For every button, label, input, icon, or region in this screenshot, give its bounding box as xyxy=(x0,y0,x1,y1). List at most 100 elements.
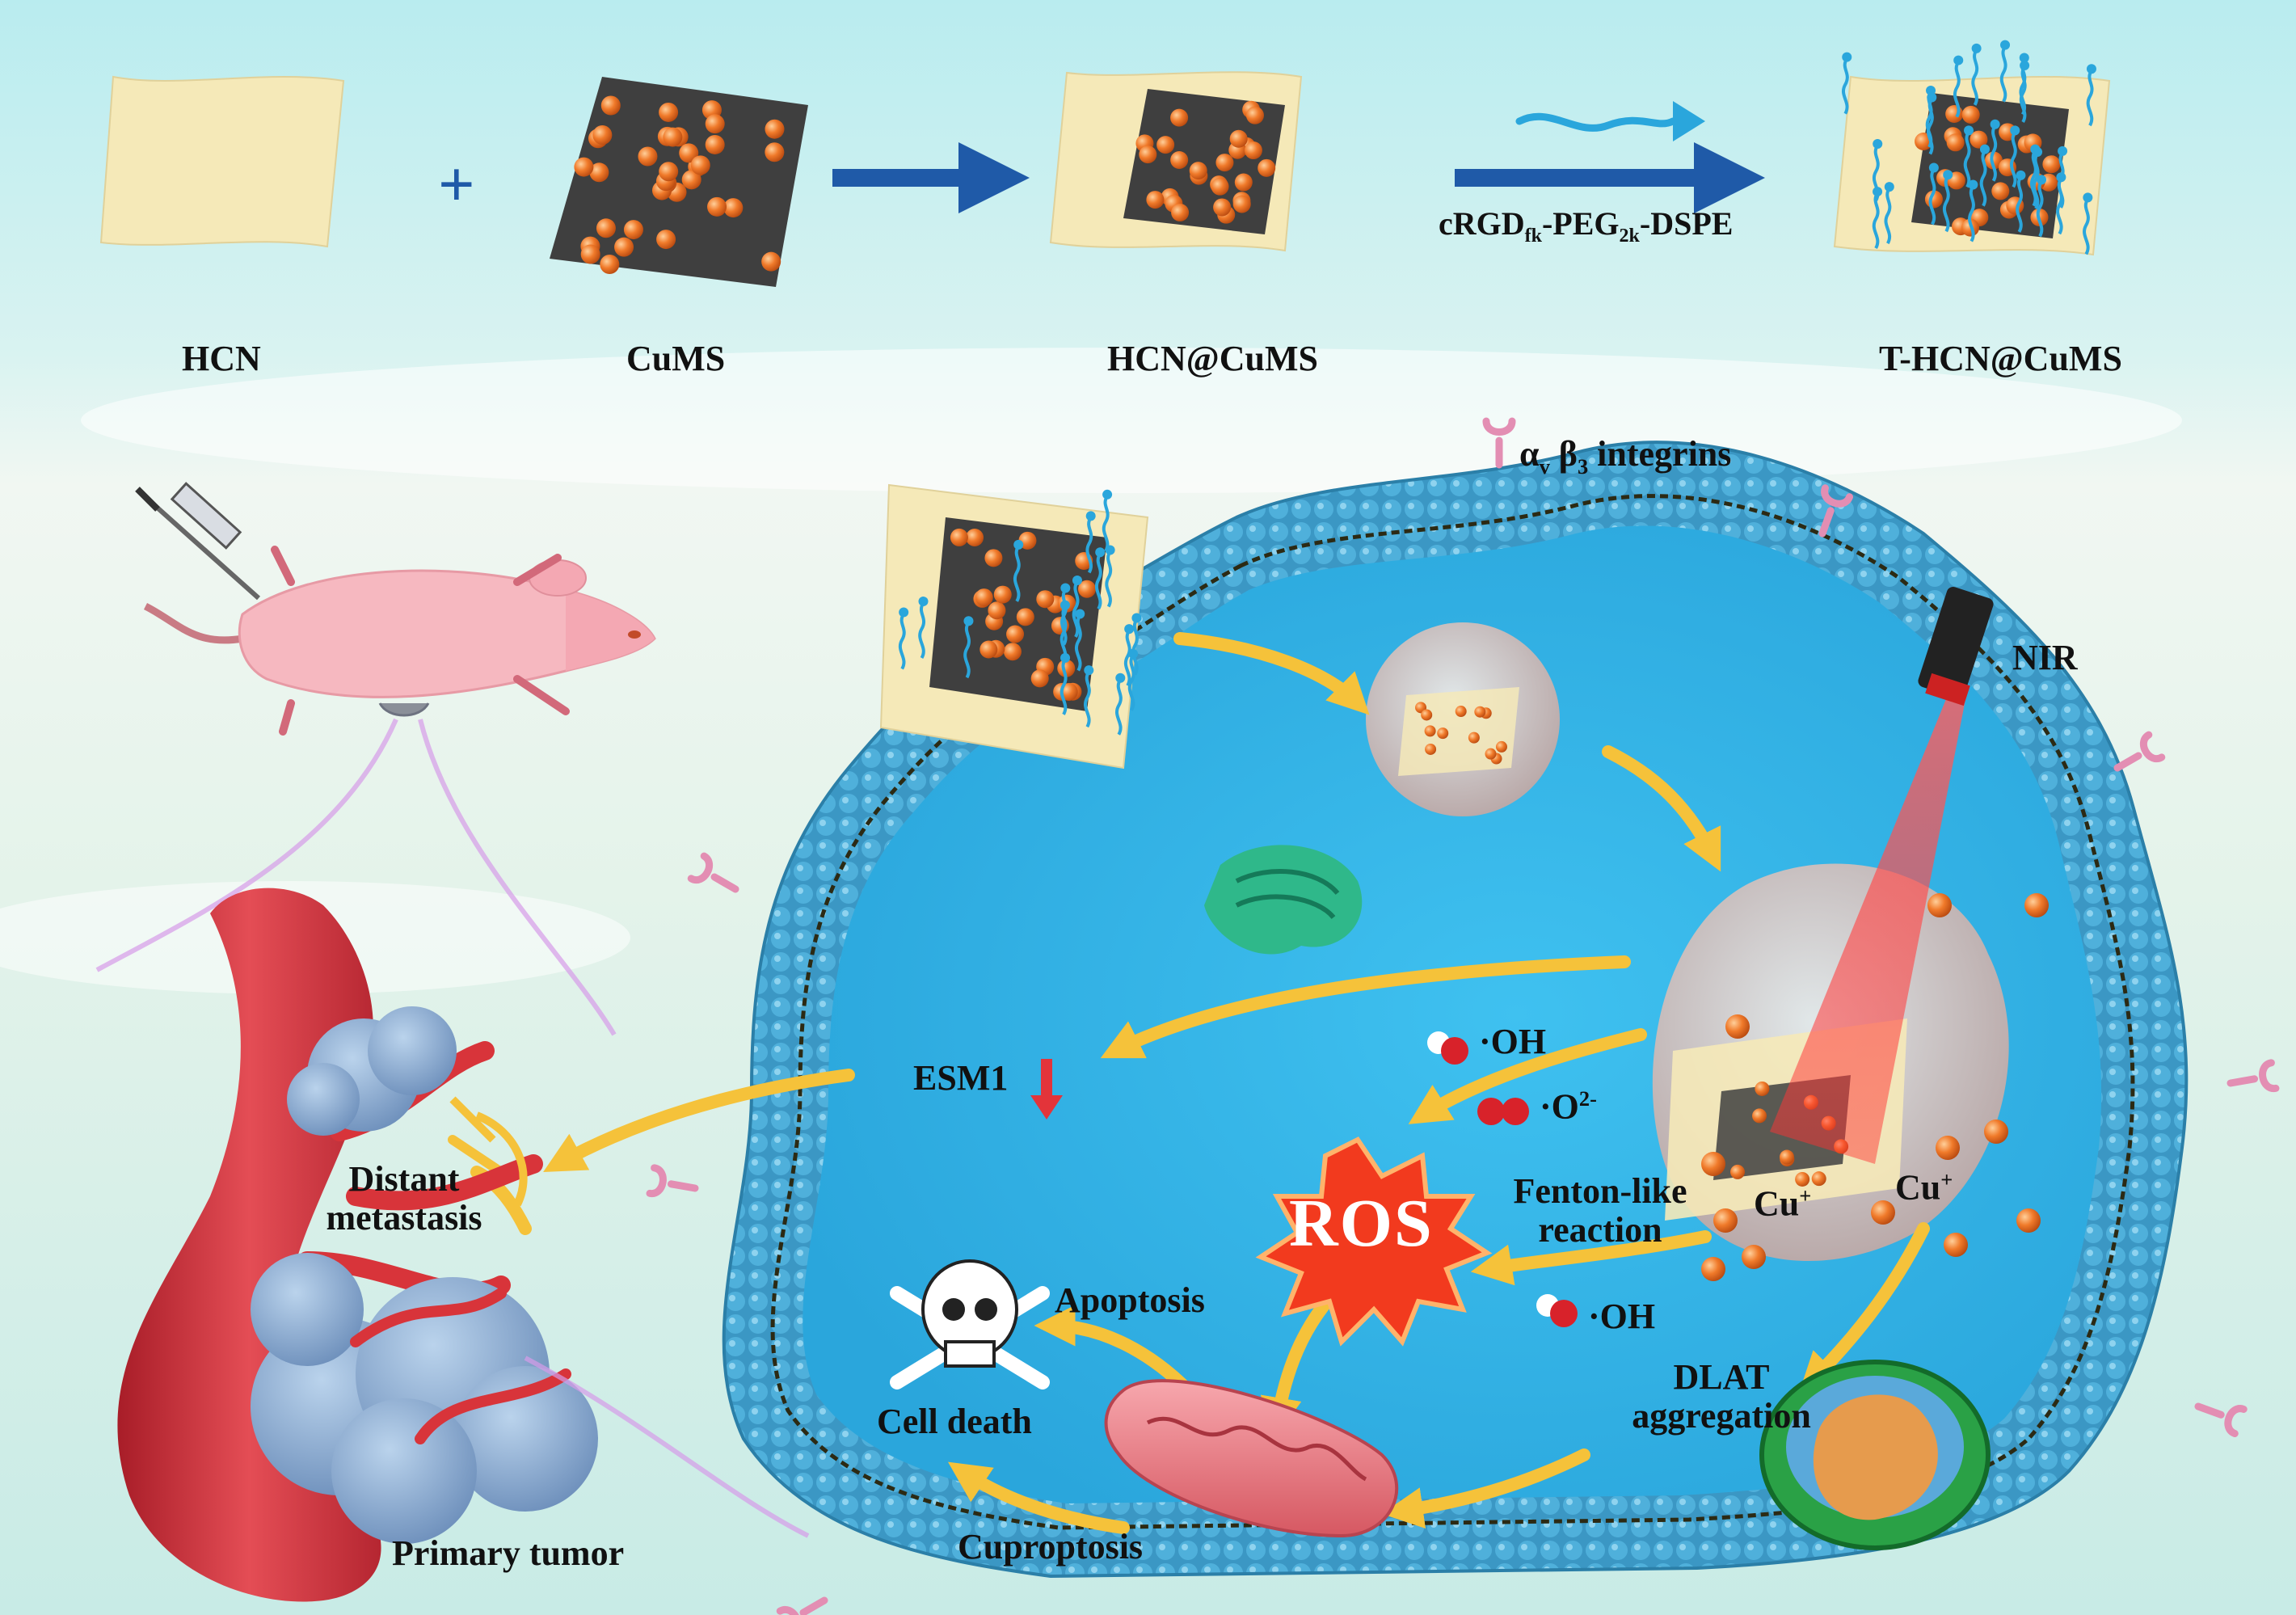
crgd-head xyxy=(1873,139,1883,150)
cu-ion xyxy=(1871,1200,1895,1225)
peg-chain xyxy=(1925,91,1933,148)
cu-ion xyxy=(1742,1245,1766,1269)
peg-chain xyxy=(1963,131,1971,188)
peg-chain xyxy=(1990,124,1998,182)
cu-particle xyxy=(1215,154,1234,172)
cu-particle xyxy=(600,254,620,274)
mitochondrion-icon xyxy=(1104,1379,1399,1538)
esm1-down-arrowhead xyxy=(1030,1095,1063,1120)
cu-particle xyxy=(1003,643,1022,661)
integrin-receptor-icon xyxy=(2113,731,2166,772)
crgd-head xyxy=(1971,43,1982,53)
plus-sign: + xyxy=(438,150,475,221)
cu-particle xyxy=(623,220,643,240)
peg-chain xyxy=(1872,192,1880,250)
crgd-head xyxy=(1102,489,1113,500)
cu-particle xyxy=(600,95,621,116)
crgd-head xyxy=(2083,192,2093,203)
cu-particle xyxy=(1139,145,1157,164)
cu-ion xyxy=(2016,1208,2041,1233)
crgd-head xyxy=(1842,52,1852,62)
cu-particle xyxy=(638,146,658,167)
label-cu-1: Cu+ xyxy=(1754,1183,1812,1224)
integrin-receptor-icon xyxy=(687,852,739,893)
cu-particle xyxy=(1258,158,1276,177)
cu-particle xyxy=(1171,203,1190,221)
cu-ion xyxy=(1725,1014,1750,1039)
crgd-head xyxy=(1884,182,1894,192)
cu-particle xyxy=(574,157,594,177)
cu-particle xyxy=(1016,608,1034,626)
label-nir: NIR xyxy=(2012,638,2078,677)
crgd-head xyxy=(1013,539,1024,550)
crgd-head xyxy=(1075,609,1085,619)
label-cell-death: Cell death xyxy=(877,1402,1032,1441)
peg-chain xyxy=(1968,185,1975,242)
cu-particle xyxy=(659,102,679,122)
integrin-receptor-icon xyxy=(776,1596,828,1615)
mouse-icon xyxy=(135,482,656,736)
cu-ion xyxy=(1927,893,1952,917)
label-o2: ·O2- xyxy=(1540,1086,1597,1127)
cu-particle xyxy=(659,162,679,182)
peg-chain xyxy=(2019,65,2027,123)
cu-particle xyxy=(1156,136,1175,154)
crgd-head xyxy=(2019,53,2029,63)
peg-chain xyxy=(2032,152,2040,209)
cu-particle xyxy=(705,134,725,154)
integrin-receptor-icon xyxy=(1482,417,1516,469)
nir-laser-icon xyxy=(1918,586,1994,706)
crgd-head xyxy=(1060,652,1071,663)
cu-particle xyxy=(1229,129,1248,148)
inhibition-mark xyxy=(449,1096,528,1207)
crgd-head xyxy=(2020,60,2030,70)
crgd-head xyxy=(963,616,974,626)
label-cuproptosis: Cuproptosis xyxy=(958,1527,1144,1567)
peg-chain xyxy=(1013,545,1021,602)
metastasis-tumor-icon xyxy=(287,1006,457,1136)
cu-particle xyxy=(1244,141,1262,160)
cu-particle xyxy=(1245,106,1264,124)
cu-particle xyxy=(950,528,968,546)
cu-particle xyxy=(1421,709,1433,721)
peg-chain-icon xyxy=(1515,112,1677,132)
oxygen-molecule-icon xyxy=(1477,1098,1529,1125)
cell-interior xyxy=(803,525,2102,1503)
cu-particle xyxy=(1752,1108,1767,1124)
endosome xyxy=(1366,622,1560,816)
crgd-head xyxy=(1124,624,1135,635)
peg-chain xyxy=(1872,144,1880,202)
peg-arrowhead-icon xyxy=(1673,101,1705,141)
label-esm1: ESM1 xyxy=(913,1058,1009,1098)
crgd-head xyxy=(2037,175,2047,185)
nir-beam xyxy=(1770,687,1968,1164)
label-t-hcn-cums: T-HCN@CuMS xyxy=(1879,339,2122,378)
cu-ion xyxy=(1701,1152,1725,1176)
crgd-head xyxy=(1060,583,1071,593)
label-oh-top: ·OH xyxy=(1479,1022,1547,1061)
cu-particle xyxy=(979,640,998,659)
cu-particle xyxy=(1811,1171,1826,1187)
label-hcn-cums: HCN@CuMS xyxy=(1107,339,1318,378)
cu-particle xyxy=(984,549,1003,567)
peg-chain xyxy=(1075,614,1082,672)
crgd-head xyxy=(1926,85,1936,95)
peg-chain xyxy=(1127,654,1135,711)
peg-chain xyxy=(1060,658,1068,715)
cu-particle xyxy=(663,127,683,147)
cu-particle xyxy=(1795,1171,1810,1187)
cu-particle xyxy=(1779,1149,1794,1165)
label-hcn: HCN xyxy=(182,339,261,378)
cu-particle xyxy=(1170,150,1189,169)
crgd-head xyxy=(1943,170,1953,180)
cu-particle xyxy=(589,162,609,183)
crgd-head xyxy=(1990,119,2000,129)
cu-particle xyxy=(596,218,616,238)
peg-chain xyxy=(1942,175,1950,233)
crgd-head xyxy=(2058,145,2068,156)
peg-chain xyxy=(1971,48,1979,106)
cu-ion xyxy=(2024,893,2049,917)
cu-particle xyxy=(988,601,1006,620)
